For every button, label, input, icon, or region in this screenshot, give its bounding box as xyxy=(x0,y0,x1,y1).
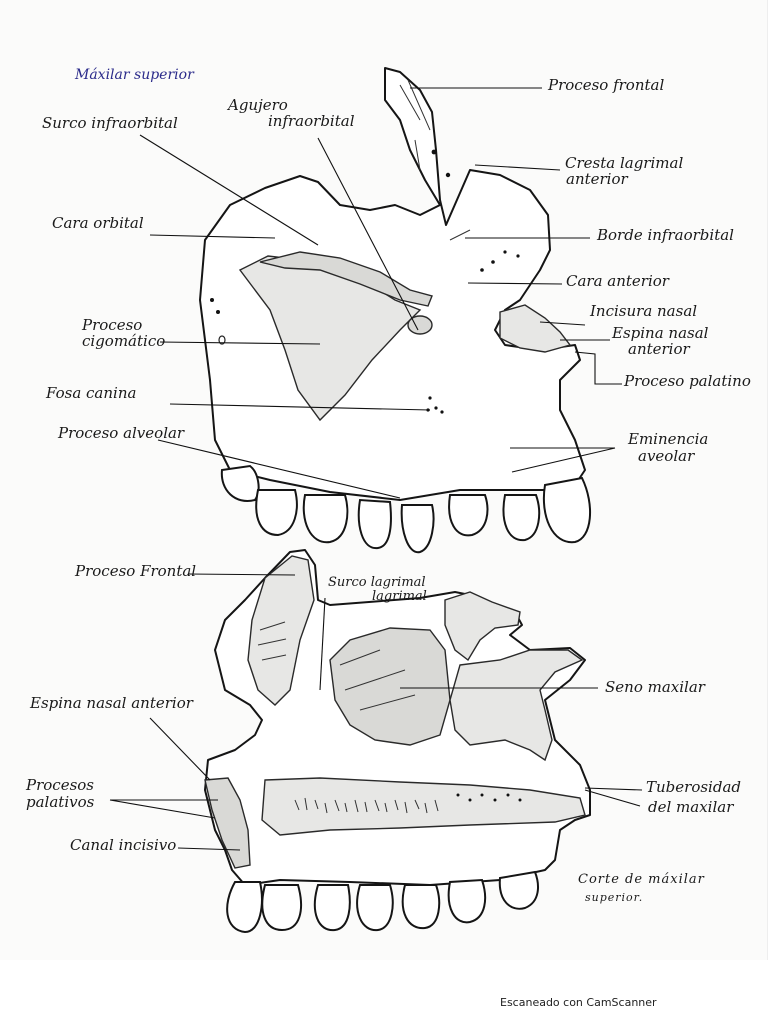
upper-teeth-lateral xyxy=(220,464,592,554)
top-figure-title: Máxilar superior xyxy=(75,67,194,83)
frontal-process-section xyxy=(247,555,315,706)
label-proceso-palatino: Proceso palatino xyxy=(624,372,751,390)
label-espina-nasal-anterior: Espina nasal anterior xyxy=(30,694,193,712)
tooth-s2 xyxy=(261,884,302,932)
label-proceso-cigo-line2: cigomático xyxy=(82,332,166,350)
label-eminencia-line1: Eminencia xyxy=(628,430,709,448)
label-agujero-line2: infraorbital xyxy=(268,112,355,130)
maxilla-lateral-view xyxy=(139,67,622,554)
label-seno-maxilar: Seno maxilar xyxy=(605,678,705,696)
label-tuberosidad-line1: Tuberosidad xyxy=(646,778,741,796)
tooth-6 xyxy=(448,494,489,537)
label-canal-incisivo: Canal incisivo xyxy=(70,836,177,854)
upper-teeth-section xyxy=(226,870,539,934)
label-proceso-frontal-bottom: Proceso Frontal xyxy=(75,562,197,580)
maxilla-illustration xyxy=(109,67,643,934)
label-espina-line1: Espina nasal xyxy=(612,324,709,342)
trabecular-bone-marks xyxy=(257,621,522,814)
tooth-s7 xyxy=(498,870,539,910)
infraorbital-groove-shape xyxy=(259,251,433,307)
tooth-s5 xyxy=(401,884,441,930)
label-surco-line1: Surco lagrimal xyxy=(328,575,426,590)
tooth-4 xyxy=(357,498,392,550)
label-cara-anterior: Cara anterior xyxy=(566,272,669,290)
maxilla-section-view xyxy=(109,549,643,934)
tooth-s4 xyxy=(356,884,394,932)
tooth-7 xyxy=(502,494,541,542)
label-proceso-cigo-line1: Proceso xyxy=(82,316,143,334)
tooth-s1 xyxy=(226,881,263,934)
tooth-8 xyxy=(542,476,592,544)
label-fosa-canina: Fosa canina xyxy=(46,384,137,402)
label-cresta-line2: anterior xyxy=(566,170,628,188)
label-cresta-line1: Cresta lagrimal xyxy=(565,154,684,172)
tooth-1 xyxy=(220,464,260,502)
infraorbital-foramen-shape xyxy=(407,315,433,335)
label-cara-orbital: Cara orbital xyxy=(52,214,144,232)
label-eminencia-line2: aveolar xyxy=(638,447,695,465)
palatine-bone-piece xyxy=(444,591,521,662)
tooth-s6 xyxy=(447,878,487,924)
tooth-3 xyxy=(302,494,349,544)
bottom-figure-title-line2: superior. xyxy=(585,891,644,904)
nasal-notch-shape xyxy=(499,304,572,353)
tooth-5 xyxy=(400,504,435,554)
palatine-process-section xyxy=(261,777,586,836)
bottom-figure-title-line1: Corte de máxilar xyxy=(578,872,705,887)
label-agujero-line1: Agujero xyxy=(228,96,288,114)
tooth-2 xyxy=(255,489,298,537)
label-incisura-nasal: Incisura nasal xyxy=(590,302,698,320)
label-proceso-frontal-top: Proceso frontal xyxy=(548,76,665,94)
label-procesos-line1: Procesos xyxy=(26,776,94,794)
label-surco-infraorbital: Surco infraorbital xyxy=(42,114,178,132)
tooth-s3 xyxy=(313,884,351,932)
label-borde-infraorbital: Borde infraorbital xyxy=(597,226,734,244)
camscanner-watermark: Escaneado con CamScanner xyxy=(500,996,657,1009)
label-tuberosidad-line2: del maxilar xyxy=(648,798,734,816)
label-espina-line2: anterior xyxy=(628,340,690,358)
label-proceso-alveolar: Proceso alveolar xyxy=(58,424,185,442)
label-procesos-line2: palativos xyxy=(26,793,95,811)
bottom-leader-lines xyxy=(109,573,643,851)
posterior-wall-piece xyxy=(449,649,584,762)
top-leader-lines xyxy=(139,87,622,499)
label-surco-line2: lagrimal xyxy=(372,589,427,604)
